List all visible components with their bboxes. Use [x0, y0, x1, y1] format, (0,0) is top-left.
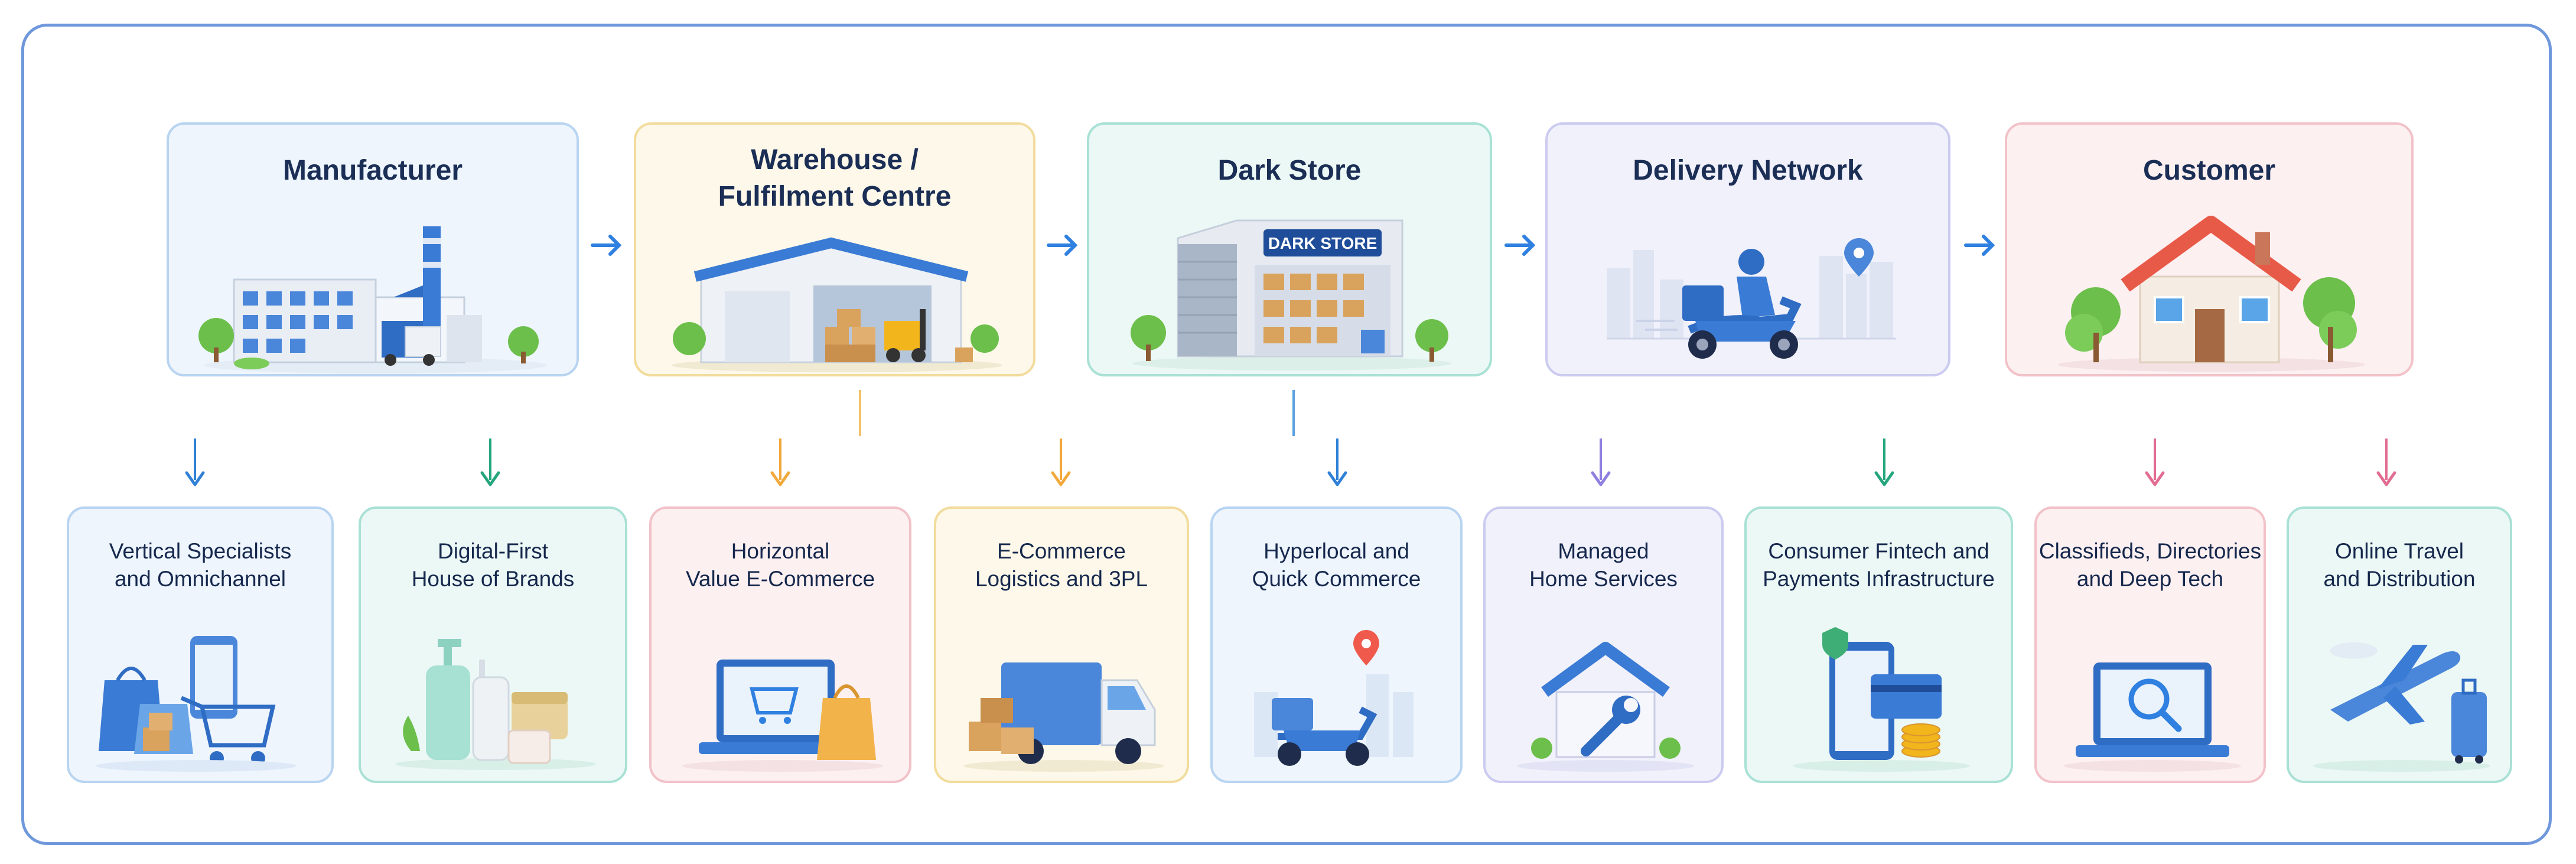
- segment-label-line1: Classifieds, Directories: [2038, 539, 2262, 563]
- segment-label-line1: Vertical Specialists: [109, 539, 292, 563]
- stage-warehouse: Warehouse / Fulfilment Centre: [634, 122, 1035, 376]
- stage-delivery-network: Delivery Network: [1545, 122, 1950, 376]
- stage-label: Manufacturer: [282, 155, 463, 186]
- segment-label-line1: E-Commerce: [997, 539, 1126, 563]
- dark-store-icon: DARK STORE: [1131, 219, 1451, 371]
- laptop-cart-icon: [682, 660, 883, 772]
- segment-label-line2: Payments Infrastructure: [1763, 567, 1995, 591]
- house-wrench-icon: [1517, 642, 1694, 772]
- factory-icon: [198, 226, 547, 373]
- segment-vertical-specialists: Vertical Specialists and Omnichannel: [67, 506, 334, 783]
- stage-customer: Customer: [2005, 122, 2414, 376]
- scooter-pin-icon: [1254, 630, 1414, 766]
- arrow-right-icon: [1964, 235, 1995, 256]
- segment-label-line1: Digital-First: [437, 539, 549, 563]
- segment-horizontal-value: Horizontal Value E-Commerce: [649, 506, 911, 783]
- stage-dark-store: Dark Store DARK STORE: [1087, 122, 1492, 376]
- delivery-truck-icon: [963, 662, 1164, 772]
- shopping-bags-cart-icon: [96, 636, 297, 772]
- arrow-right-icon: [591, 235, 622, 256]
- segment-online-travel: Online Travel and Distribution: [2287, 506, 2512, 783]
- delivery-scooter-icon: [1607, 238, 1896, 359]
- segment-label-line2: Quick Commerce: [1252, 567, 1421, 591]
- laptop-search-icon: [2064, 662, 2241, 772]
- segment-hyperlocal: Hyperlocal and Quick Commerce: [1210, 506, 1463, 783]
- warehouse-icon: [672, 237, 1002, 372]
- segment-label-line1: Consumer Fintech and: [1768, 539, 1989, 563]
- stage-label: Customer: [2142, 155, 2276, 186]
- segment-fintech: Consumer Fintech and Payments Infrastruc…: [1744, 506, 2013, 783]
- cosmetics-bottles-icon: [395, 639, 596, 770]
- segment-label-line1: Hyperlocal and: [1263, 539, 1409, 563]
- segment-label-line2: Logistics and 3PL: [975, 567, 1148, 591]
- arrow-right-icon: [1504, 235, 1536, 256]
- segment-label-line2: House of Brands: [411, 567, 575, 591]
- segment-label-line1: Online Travel: [2335, 539, 2464, 563]
- segment-label-line2: and Distribution: [2323, 567, 2476, 591]
- segment-label-line2: Value E-Commerce: [685, 567, 875, 591]
- house-icon: [2058, 216, 2365, 372]
- dark-store-sign: DARK STORE: [1268, 234, 1377, 252]
- stage-manufacturer: Manufacturer: [167, 122, 579, 376]
- segment-home-services: Managed Home Services: [1483, 506, 1724, 783]
- stage-label: Delivery Network: [1633, 155, 1863, 186]
- segment-label-line2: and Deep Tech: [2076, 567, 2224, 591]
- stage-label: Dark Store: [1217, 155, 1362, 186]
- segment-classifieds: Classifieds, Directories and Deep Tech: [2034, 506, 2266, 783]
- stage-label-line1: Warehouse /: [751, 144, 919, 176]
- stage-label-line2: Fulfilment Centre: [718, 181, 952, 212]
- arrow-right-icon: [1047, 235, 1078, 256]
- segment-digital-first: Digital-First House of Brands: [359, 506, 627, 783]
- plane-luggage-icon: [2313, 642, 2490, 772]
- segment-label-line2: Home Services: [1529, 567, 1678, 591]
- segment-logistics: E-Commerce Logistics and 3PL: [934, 506, 1189, 783]
- phone-card-coins-icon: [1793, 627, 1970, 772]
- segment-label-line1: Managed: [1558, 539, 1649, 563]
- segment-label-line1: Horizontal: [731, 539, 830, 563]
- segment-label-line2: and Omnichannel: [114, 567, 286, 591]
